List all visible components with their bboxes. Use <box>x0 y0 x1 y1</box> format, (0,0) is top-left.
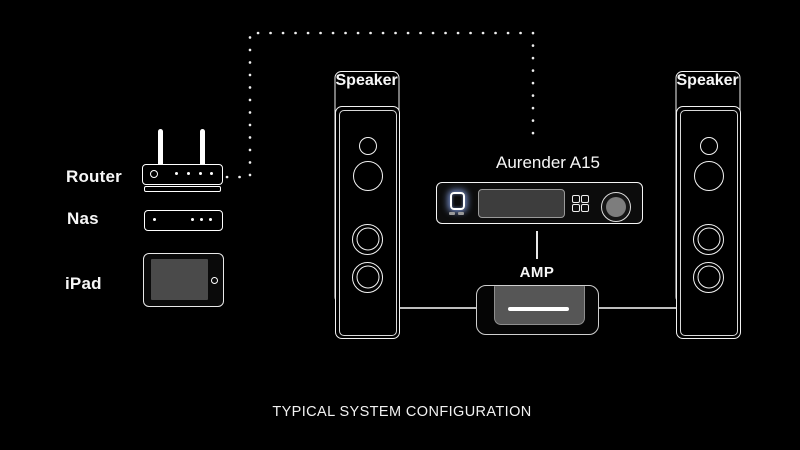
aurender-a15-device <box>436 182 643 224</box>
aurender-control-button-icon <box>572 195 580 203</box>
page-title: TYPICAL SYSTEM CONFIGURATION <box>272 404 532 420</box>
ipad-device <box>143 253 224 307</box>
router-led-dot-icon <box>187 171 190 175</box>
router-led-dot-icon <box>175 171 178 175</box>
aurender-logo-glow-icon <box>450 192 465 210</box>
aurender-control-button-icon <box>581 195 589 203</box>
aurender-label: Aurender A15 <box>496 153 600 172</box>
speaker-right-device <box>676 106 741 339</box>
router-led-dot-icon <box>199 171 202 175</box>
router-led-ring-icon <box>150 169 158 178</box>
amp-label: AMP <box>519 264 555 281</box>
nas-led-dot-icon <box>153 217 156 221</box>
router-body <box>142 164 223 185</box>
midrange-driver-icon <box>693 161 724 191</box>
router-antenna-icon <box>200 129 205 169</box>
aurender-control-button-icon <box>572 204 580 212</box>
nas-device <box>144 210 223 231</box>
speaker-left-device <box>335 106 400 339</box>
aurender-volume-knob-icon <box>601 192 631 222</box>
amp-slot-icon <box>508 307 569 311</box>
nas-led-dot-icon <box>191 217 194 221</box>
ipad-label: iPad <box>65 274 102 293</box>
aurender-led-dash-icon <box>449 212 455 215</box>
woofer-icon <box>693 261 724 293</box>
router-led-dot-icon <box>210 171 213 175</box>
router-label: Router <box>66 167 122 186</box>
ipad-home-button-icon <box>211 277 218 284</box>
tweeter-icon <box>699 137 718 155</box>
speaker-inner-border <box>679 109 738 336</box>
speaker-inner-border <box>338 109 397 336</box>
midrange-driver-icon <box>352 161 383 191</box>
nas-led-dot-icon <box>200 217 203 221</box>
aurender-led-dash-icon <box>458 212 464 215</box>
nas-led-dot-icon <box>209 217 212 221</box>
amp-device <box>476 285 599 335</box>
aurender-control-button-icon <box>581 204 589 212</box>
ipad-screen <box>151 259 208 300</box>
router-base <box>144 185 221 192</box>
woofer-icon <box>693 223 724 255</box>
network-dotted-line <box>225 31 535 179</box>
router-antenna-icon <box>158 129 163 169</box>
woofer-icon <box>352 261 383 293</box>
aurender-display-screen <box>478 189 565 218</box>
woofer-icon <box>352 223 383 255</box>
amp-front-panel <box>494 286 585 325</box>
tweeter-icon <box>358 137 377 155</box>
nas-label: Nas <box>67 209 99 228</box>
